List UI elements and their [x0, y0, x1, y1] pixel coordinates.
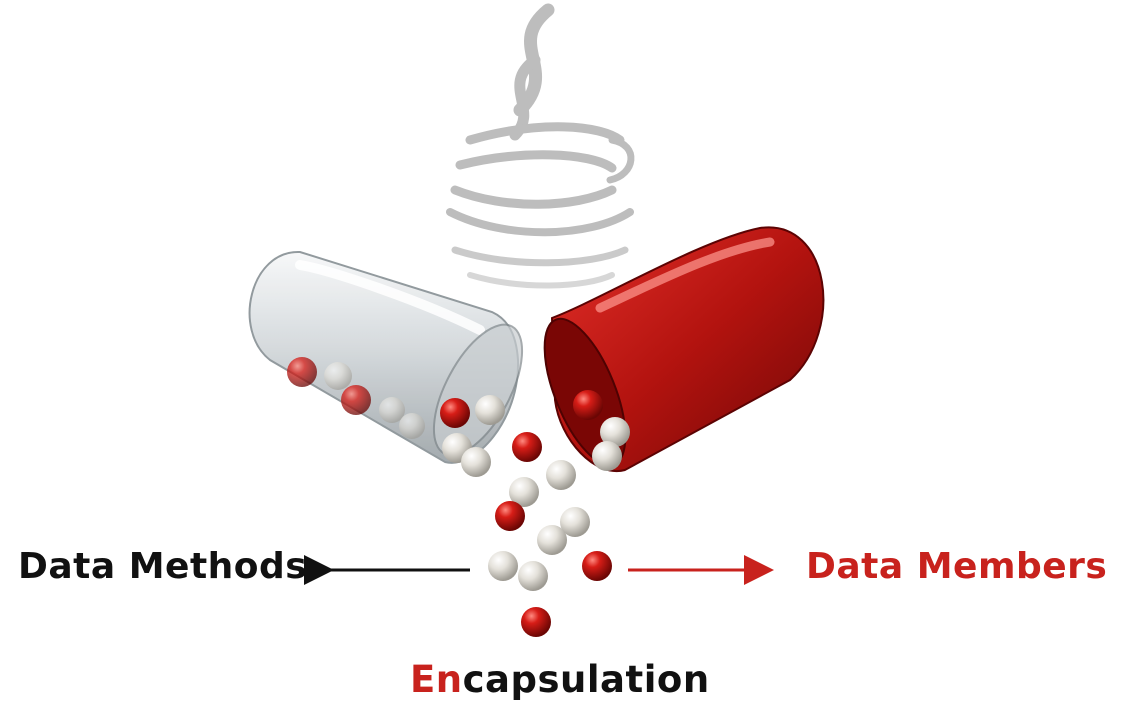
java-coffee-cup-logo	[446, 3, 635, 289]
balls-in-clear-capsule	[287, 357, 470, 439]
encapsulation-label: Encapsulation	[410, 658, 710, 701]
encapsulation-prefix: En	[410, 658, 463, 701]
encapsulation-rest: capsulation	[462, 658, 710, 701]
data-methods-label: Data Methods	[18, 546, 308, 587]
data-members-label: Data Members	[806, 546, 1108, 587]
falling-balls	[442, 390, 630, 637]
